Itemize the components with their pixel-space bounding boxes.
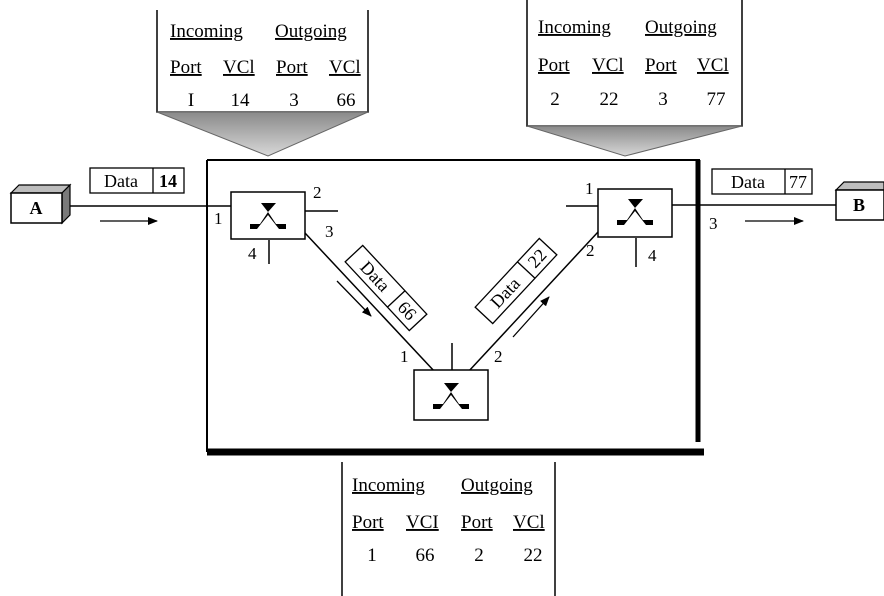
- table3-border: [341, 462, 556, 596]
- table2-col-vci-out: VCl: [697, 55, 729, 76]
- switch3-port-2: 2: [494, 347, 503, 366]
- switch2-icon: [617, 208, 653, 225]
- switch1-port-4: 4: [248, 244, 257, 263]
- table1-cell-port-out: 3: [289, 90, 299, 111]
- switch2-port-1: 1: [585, 179, 594, 198]
- table1-cell-port-in: I: [188, 90, 194, 111]
- frame1-data-label: Data: [104, 171, 138, 191]
- switch2-port-2: 2: [586, 241, 595, 260]
- table1-cell-vci-in: 14: [231, 90, 251, 111]
- switch2: [597, 188, 673, 238]
- node-b: B: [834, 181, 884, 221]
- node-a-label: A: [30, 198, 43, 218]
- switch3-icon: [433, 392, 469, 409]
- table1-col-port-in: Port: [170, 57, 202, 78]
- frame4-vci: 77: [789, 172, 807, 192]
- switch1-port-2: 2: [313, 183, 322, 202]
- table3-cell-port-out: 2: [474, 545, 484, 566]
- table2-col-port-in: Port: [538, 55, 570, 76]
- switch3-table: Incoming Outgoing Port VCI Port VCl 1 66…: [341, 462, 556, 596]
- table1-header-outgoing: Outgoing: [275, 21, 347, 42]
- table2-cell-port-out: 3: [658, 89, 668, 110]
- table2-col-port-out: Port: [645, 55, 677, 76]
- table2-callout: [526, 125, 743, 157]
- table3-col-vci-out: VCl: [513, 512, 545, 533]
- table1-callout: [156, 111, 369, 157]
- table3-col-port-out: Port: [461, 512, 493, 533]
- table1-col-vci-in: VCl: [223, 57, 255, 78]
- switch2-port-4: 4: [648, 246, 657, 265]
- switch1: [230, 191, 306, 240]
- frame-switch2-to-b: Data 77: [711, 168, 813, 195]
- table2-header-incoming: Incoming: [538, 17, 611, 38]
- table3-cell-vci-out: 22: [524, 545, 543, 566]
- switch1-icon: [250, 212, 286, 229]
- table1-cell-vci-out: 66: [337, 90, 356, 111]
- switch1-port-3: 3: [325, 222, 334, 241]
- table3-cell-vci-in: 66: [416, 545, 435, 566]
- table1-header-incoming: Incoming: [170, 21, 243, 42]
- table3-col-vci-in: VCI: [406, 512, 439, 533]
- switch3-port-1: 1: [400, 347, 409, 366]
- table3-header-outgoing: Outgoing: [461, 475, 533, 496]
- table3-cell-port-in: 1: [367, 545, 377, 566]
- network-boundary: [206, 159, 704, 456]
- table2-col-vci-in: VCl: [592, 55, 624, 76]
- switch2-table: Incoming Outgoing Port VCl Port VCl 2 22…: [526, 0, 743, 157]
- arrow-up-to-switch2: [512, 296, 550, 338]
- frame4-data-label: Data: [731, 172, 765, 192]
- switch1-port-1: 1: [214, 209, 223, 228]
- node-a: A: [9, 183, 72, 225]
- frame-switch3-to-switch2: Data 22: [474, 237, 558, 325]
- links: [66, 204, 838, 373]
- direction-arrows: [100, 217, 804, 338]
- table2-header-outgoing: Outgoing: [645, 17, 717, 38]
- table3-header-incoming: Incoming: [352, 475, 425, 496]
- table1-col-vci-out: VCl: [329, 57, 361, 78]
- table2-cell-vci-in: 22: [600, 89, 619, 110]
- table3-col-port-in: Port: [352, 512, 384, 533]
- node-b-label: B: [853, 195, 865, 215]
- table2-cell-vci-out: 77: [707, 89, 726, 110]
- frame1-vci: 14: [159, 171, 177, 191]
- arrow-down-to-switch3: [336, 280, 372, 317]
- switch1-table: Incoming Outgoing Port VCl Port VCl I 14…: [156, 10, 369, 157]
- port-labels: 1 2 3 4 1 2 3 4 1 2: [214, 179, 718, 366]
- table1-col-port-out: Port: [276, 57, 308, 78]
- link-switch3-switch2: [467, 231, 599, 373]
- switch3: [413, 369, 489, 421]
- link-switch1-switch3: [304, 232, 436, 373]
- table2-cell-port-in: 2: [550, 89, 560, 110]
- frame-a-to-switch1: Data 14: [89, 167, 185, 194]
- switch2-port-3: 3: [709, 214, 718, 233]
